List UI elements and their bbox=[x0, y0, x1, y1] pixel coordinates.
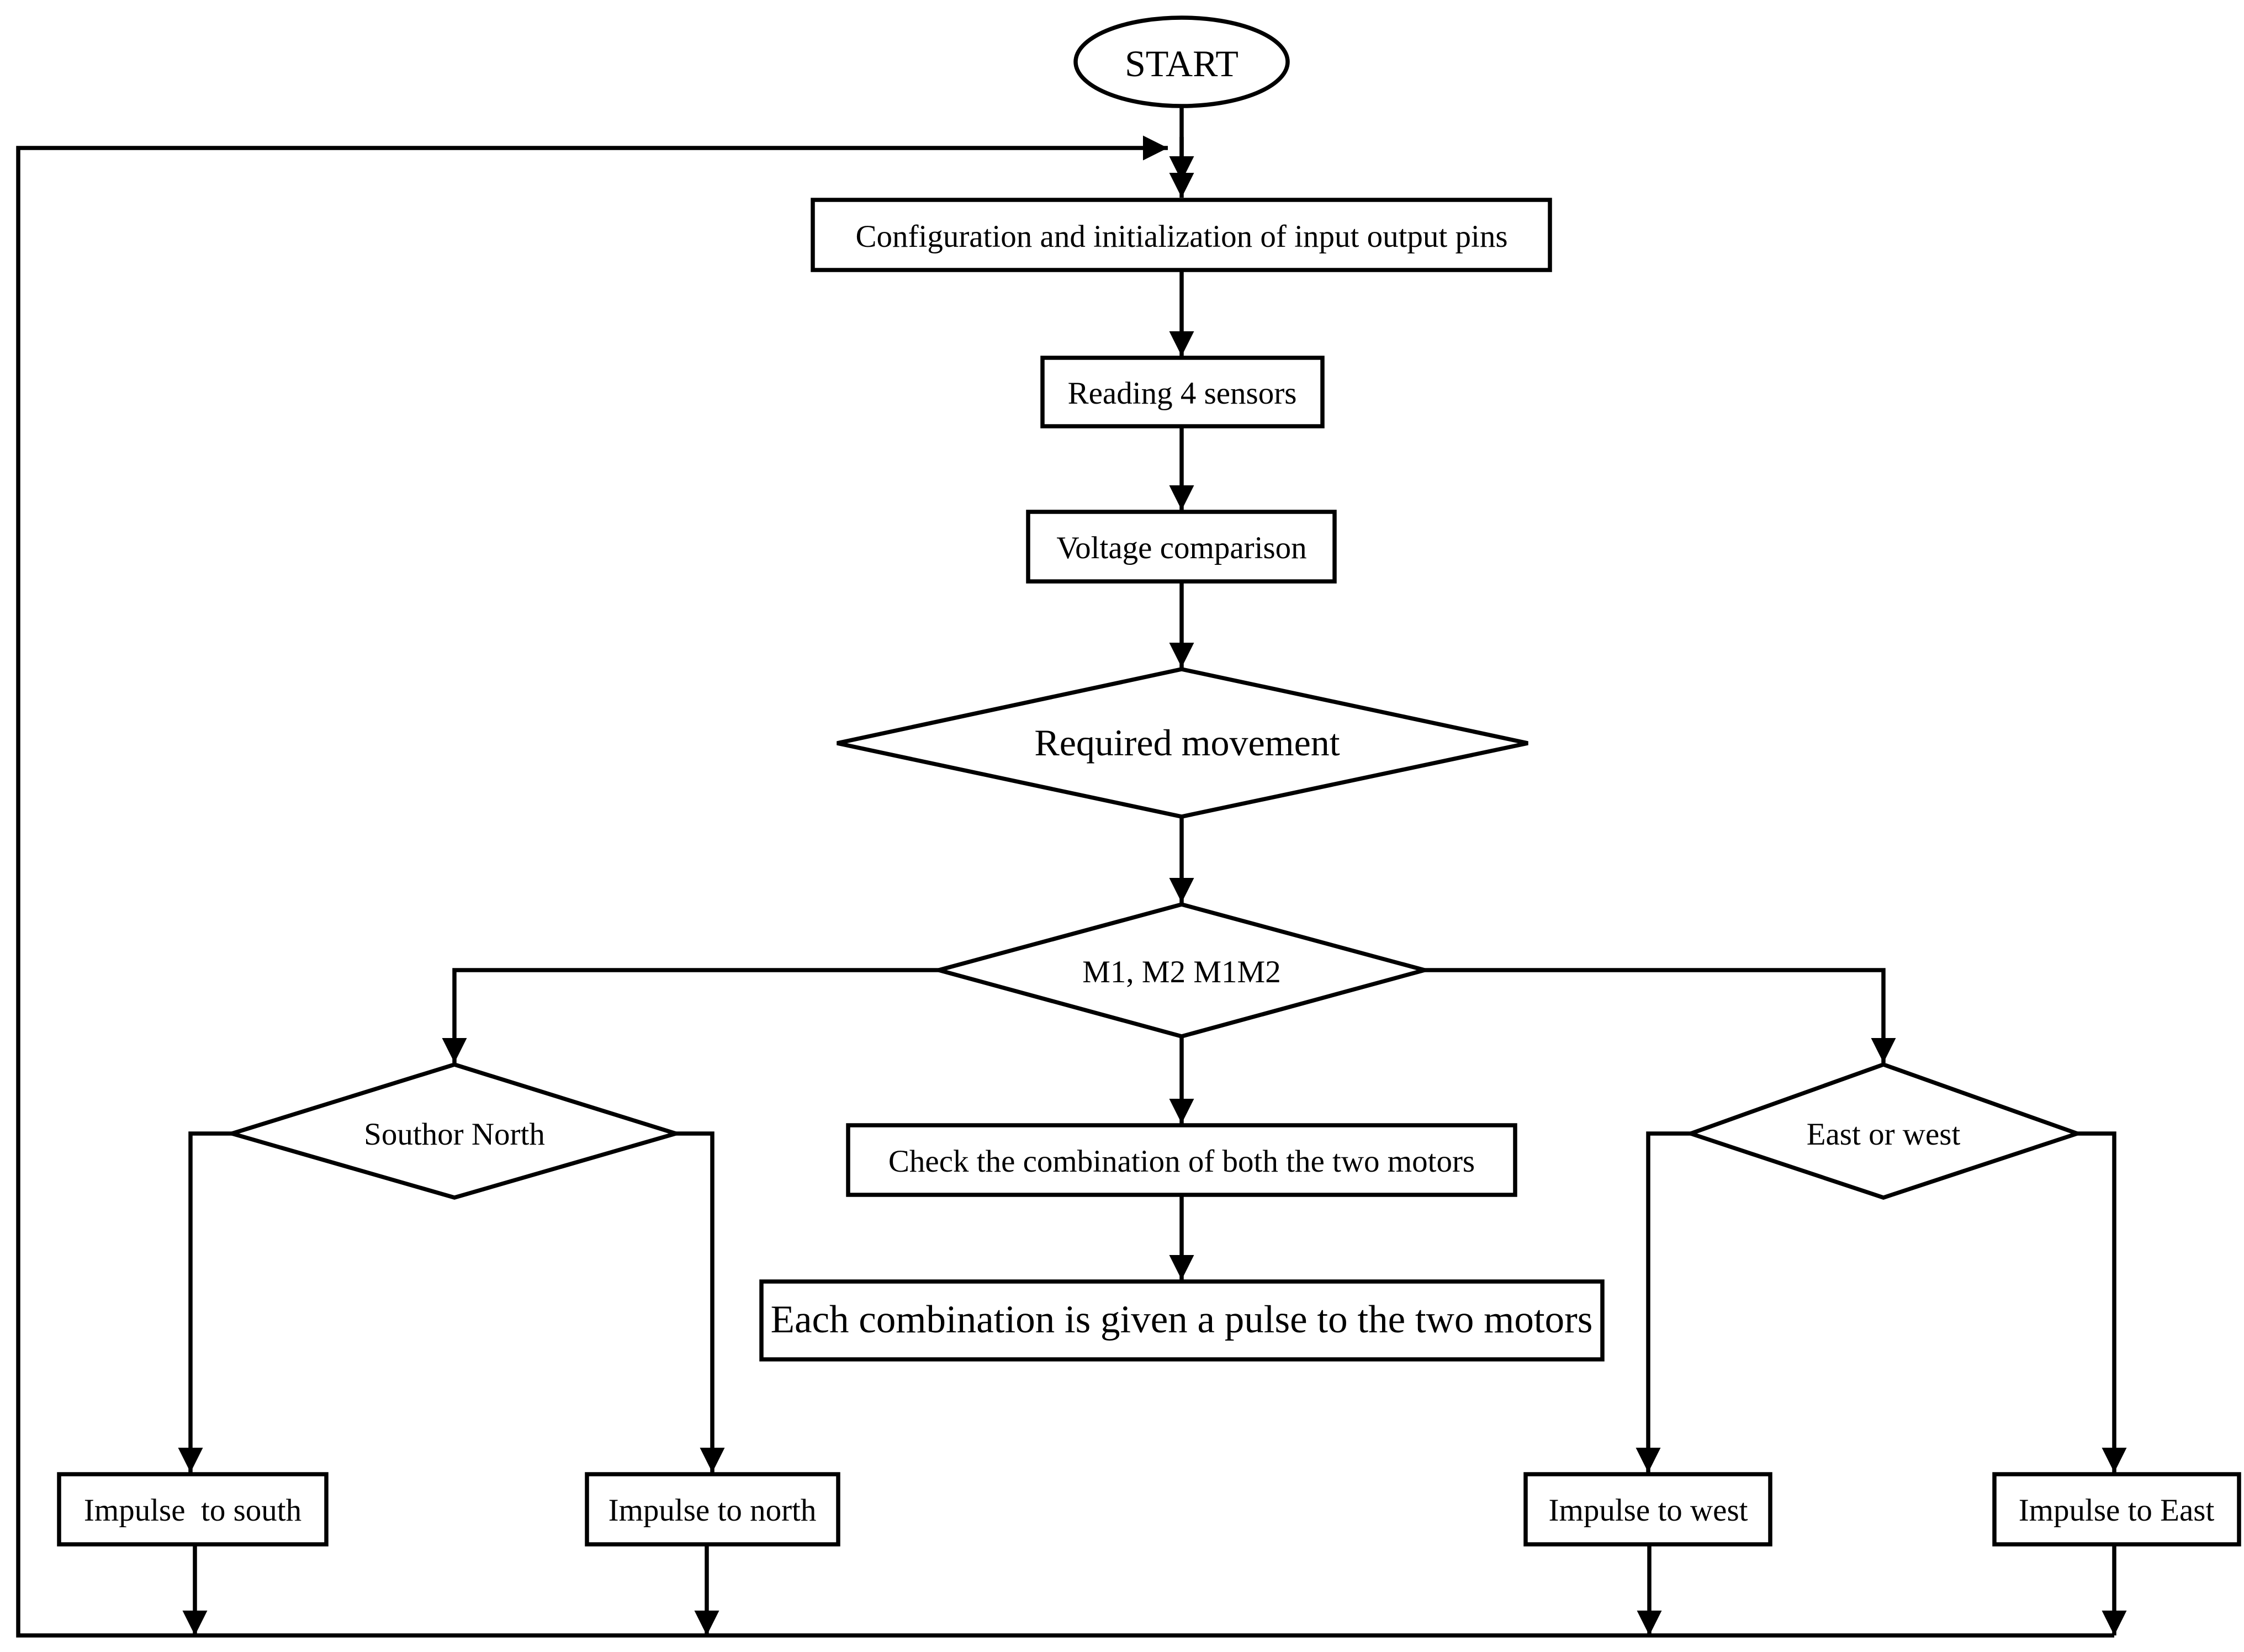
start-node: START bbox=[1073, 15, 1290, 108]
west-node: Impulse to west bbox=[1523, 1472, 1772, 1547]
start-label: START bbox=[1125, 43, 1239, 84]
edge-sn-to-south bbox=[178, 1131, 232, 1473]
edge-ew-to-west bbox=[1636, 1131, 1691, 1473]
read-node: Reading 4 sensors bbox=[1040, 356, 1325, 428]
movement-label: Required movement bbox=[1034, 722, 1340, 764]
south-node: Impulse to south bbox=[57, 1472, 329, 1547]
west-label: Impulse to west bbox=[1549, 1493, 1748, 1528]
config-node: Configuration and initialization of inpu… bbox=[811, 198, 1552, 272]
check-label: Check the combination of both the two mo… bbox=[888, 1144, 1475, 1179]
check-node: Check the combination of both the two mo… bbox=[846, 1123, 1517, 1197]
config-label: Configuration and initialization of inpu… bbox=[855, 219, 1507, 254]
north-label: Impulse to north bbox=[608, 1493, 817, 1528]
east-label: Impulse to East bbox=[2019, 1493, 2215, 1528]
ew-label: East or west bbox=[1807, 1117, 1961, 1152]
motors-decision: M1, M2 M1M2 bbox=[930, 902, 1433, 1039]
east-node: Impulse to East bbox=[1992, 1472, 2241, 1547]
compare-label: Voltage comparison bbox=[1056, 531, 1306, 565]
read-label: Reading 4 sensors bbox=[1068, 376, 1297, 411]
sn-label: Southor North bbox=[364, 1117, 545, 1152]
compare-node: Voltage comparison bbox=[1026, 510, 1337, 584]
ew-decision: East or west bbox=[1684, 1062, 2084, 1200]
north-node: Impulse to north bbox=[585, 1472, 840, 1547]
edge-motors-to-ew bbox=[1425, 968, 1896, 1063]
motors-label: M1, M2 M1M2 bbox=[1082, 955, 1280, 989]
pulse-node: Each combination is given a pulse to the… bbox=[759, 1279, 1605, 1362]
edge-loop-back bbox=[16, 135, 2114, 1638]
movement-decision: Required movement bbox=[837, 667, 1528, 819]
edge-motors-to-sn bbox=[442, 968, 939, 1063]
pulse-label: Each combination is given a pulse to the… bbox=[771, 1298, 1593, 1341]
edge-sn-to-north bbox=[676, 1131, 725, 1473]
sn-decision: Southor North bbox=[224, 1062, 684, 1200]
south-label: Impulse to south bbox=[84, 1493, 301, 1528]
edge-ew-to-east bbox=[2077, 1131, 2127, 1473]
